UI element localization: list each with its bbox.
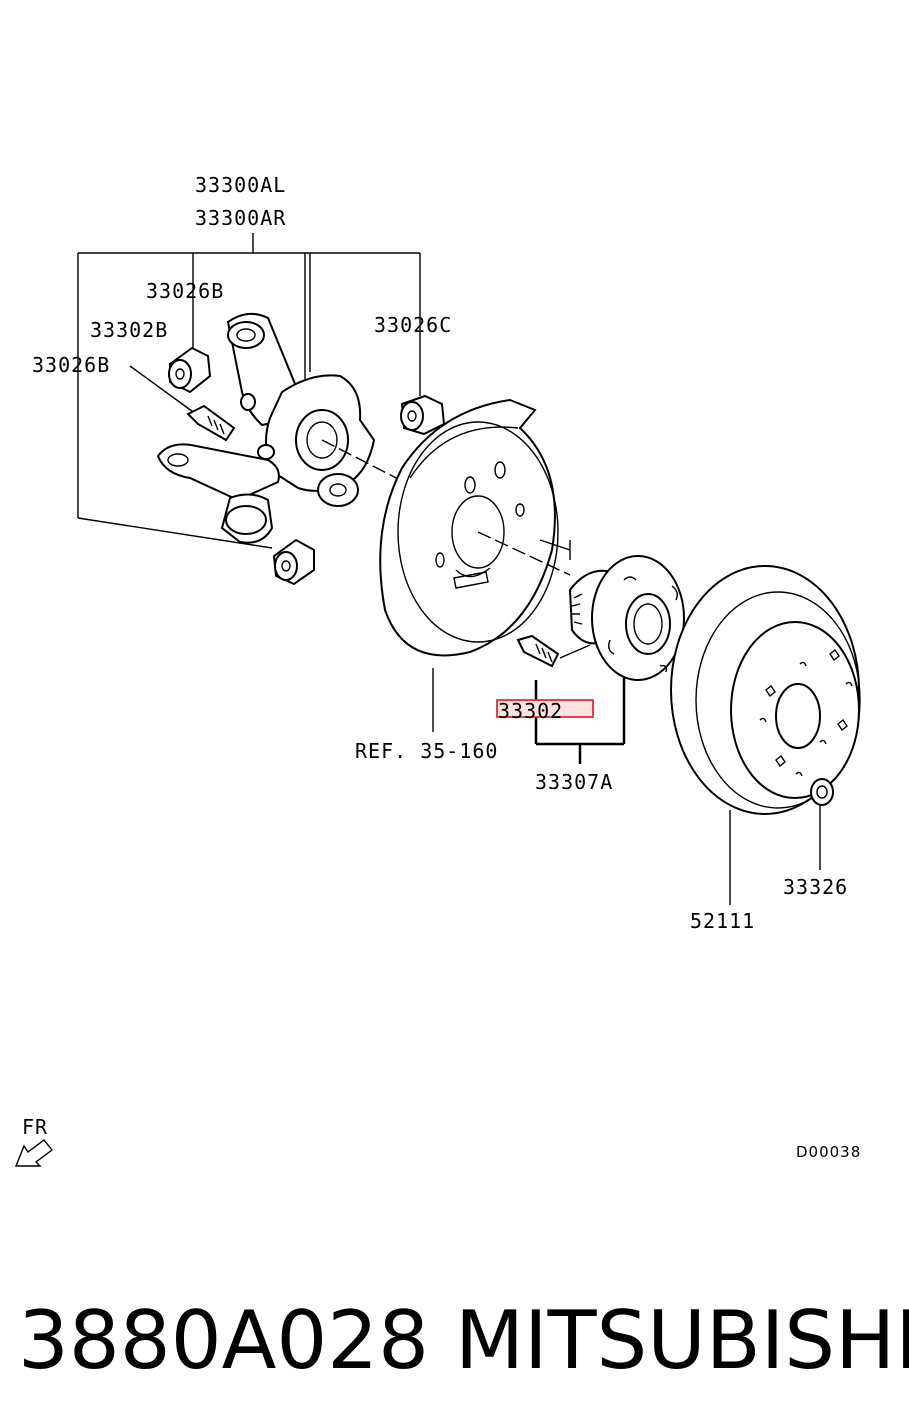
nut-33326 <box>810 778 834 806</box>
callout-bolt[interactable]: 33302B <box>90 318 168 342</box>
part-number: 3880A028 <box>18 1294 429 1387</box>
hub-assembly <box>539 539 685 681</box>
brand-name: MITSUBISHI <box>455 1294 909 1387</box>
direction-label: FR <box>22 1115 48 1139</box>
callout-bushing-top[interactable]: 33026B <box>146 279 224 303</box>
knuckle-assembly-drawing <box>156 312 411 544</box>
callout-hub-bolt[interactable]: 33302 <box>498 699 563 723</box>
callout-knuckle-r[interactable]: 33300AR <box>195 206 286 230</box>
drawing-code: D00038 <box>796 1143 861 1161</box>
hub-bolt-33302 <box>516 634 560 668</box>
callout-knuckle-l[interactable]: 33300AL <box>195 173 286 197</box>
callout-brake-disc[interactable]: 52111 <box>690 909 755 933</box>
bushing-top <box>168 346 212 394</box>
backing-plate <box>379 398 571 657</box>
callout-bushing-left[interactable]: 33026B <box>32 353 110 377</box>
front-arrow-icon <box>14 1139 53 1167</box>
bushing-lower <box>272 538 315 586</box>
brake-disc <box>670 565 861 815</box>
callout-nut[interactable]: 33326 <box>783 875 848 899</box>
highlight-box <box>496 699 594 718</box>
bracket-lines <box>77 233 821 905</box>
callout-bushing-right[interactable]: 33026C <box>374 313 452 337</box>
bolt-33302b <box>186 404 236 442</box>
callout-backing-plate-ref[interactable]: REF. 35-160 <box>355 739 498 763</box>
callout-hub-assembly[interactable]: 33307A <box>535 770 613 794</box>
